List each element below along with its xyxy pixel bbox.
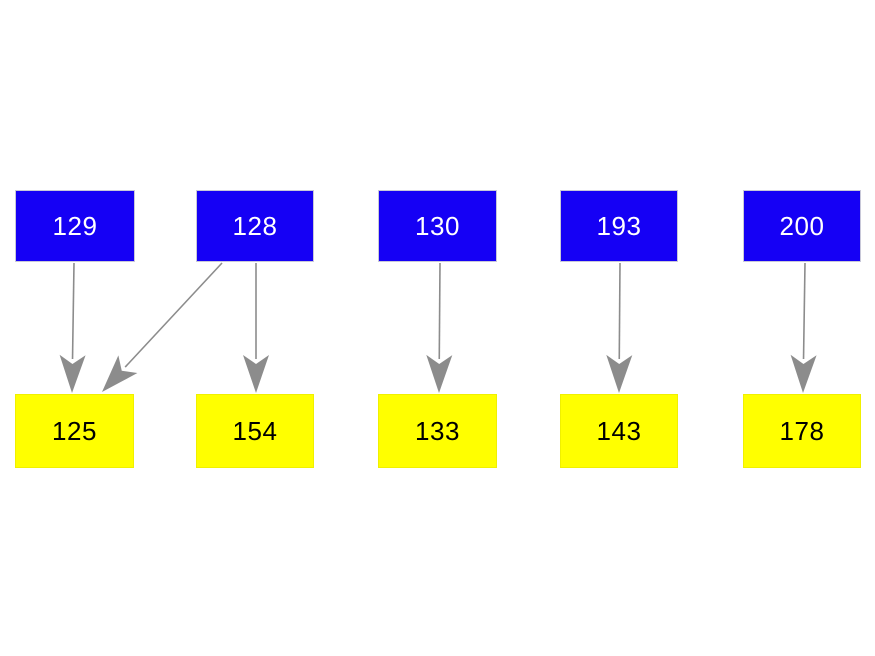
- node-label: 193: [596, 211, 642, 241]
- node-label: 130: [415, 211, 460, 241]
- node-label: 200: [779, 211, 825, 241]
- edge-200-to-178: [790, 262, 817, 393]
- parent-node[interactable]: 200: [743, 190, 861, 262]
- arrowhead-icon: [606, 354, 633, 393]
- edge-line: [71, 262, 75, 360]
- child-node[interactable]: 154: [196, 394, 314, 468]
- arrowhead-icon: [102, 355, 138, 392]
- node-label: 128: [232, 211, 278, 241]
- edge-193-to-143: [606, 262, 633, 393]
- edge-129-to-125: [59, 262, 86, 393]
- parent-node[interactable]: 129: [15, 190, 135, 262]
- edge-line: [438, 262, 441, 360]
- node-label: 143: [596, 416, 642, 446]
- node-label: 133: [415, 416, 460, 446]
- arrowhead-icon: [59, 354, 86, 393]
- edge-128-to-154: [243, 263, 269, 393]
- edge-line: [618, 262, 621, 360]
- child-node[interactable]: 133: [378, 394, 497, 468]
- child-node[interactable]: 125: [15, 394, 134, 468]
- arrowhead-icon: [426, 354, 453, 393]
- arrowhead-icon: [790, 354, 817, 393]
- node-label: 154: [232, 416, 278, 446]
- edge-line: [124, 262, 223, 368]
- parent-node[interactable]: 128: [196, 190, 314, 262]
- edge-line: [802, 262, 806, 360]
- edge-128-to-125: [102, 262, 223, 392]
- child-node[interactable]: 178: [743, 394, 861, 468]
- node-label: 125: [52, 416, 97, 446]
- parent-node[interactable]: 193: [560, 190, 678, 262]
- edge-130-to-133: [426, 262, 453, 393]
- node-label: 129: [52, 211, 98, 241]
- arrowhead-icon: [243, 355, 269, 393]
- node-label: 178: [779, 416, 825, 446]
- edges-group: [59, 262, 817, 393]
- child-node[interactable]: 143: [560, 394, 678, 468]
- parent-node[interactable]: 130: [378, 190, 497, 262]
